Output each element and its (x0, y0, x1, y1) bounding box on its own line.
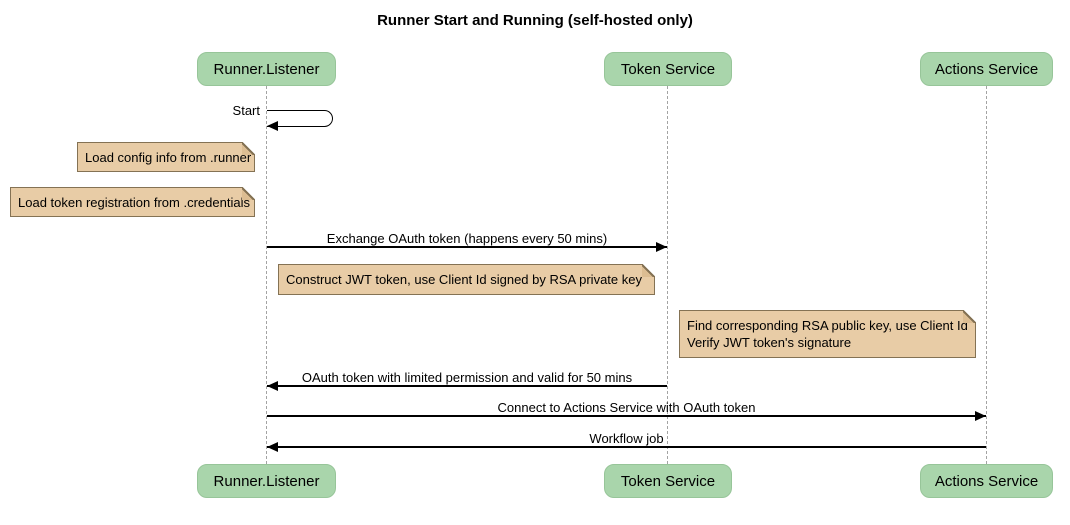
participant-runner-listener-bottom: Runner.Listener (197, 464, 336, 498)
message-label-exchange-oauth: Exchange OAuth token (happens every 50 m… (326, 231, 608, 246)
message-label-start: Start (232, 103, 260, 118)
lifeline-actions-service (986, 86, 987, 464)
note-fold-icon (642, 264, 655, 277)
message-line (267, 246, 667, 248)
note-text: Load token registration from .credential… (18, 194, 250, 210)
note-load-config: Load config info from .runner (77, 142, 255, 172)
participant-token-service-top: Token Service (604, 52, 732, 86)
note-text: Construct JWT token, use Client Id signe… (286, 272, 642, 287)
note-text: Verify JWT token's signature (687, 335, 852, 350)
note-text: Find corresponding RSA public key, use C… (687, 318, 968, 333)
participant-actions-service-top: Actions Service (920, 52, 1053, 86)
message-line (267, 415, 986, 417)
note-verify-jwt: Find corresponding RSA public key, use C… (679, 310, 976, 358)
note-fold-icon (242, 142, 255, 155)
lifeline-runner-listener (266, 86, 267, 464)
note-fold-icon (242, 187, 255, 200)
note-construct-jwt: Construct JWT token, use Client Id signe… (278, 264, 655, 295)
arrowhead-left-icon (267, 121, 278, 131)
participant-token-service-bottom: Token Service (604, 464, 732, 498)
note-fold-icon (963, 310, 976, 323)
lifeline-token-service (667, 86, 668, 464)
self-message-loop (267, 110, 333, 127)
message-label-workflow-job: Workflow job (589, 431, 664, 446)
participant-actions-service-bottom: Actions Service (920, 464, 1053, 498)
participant-runner-listener-top: Runner.Listener (197, 52, 336, 86)
message-line (267, 446, 986, 448)
note-load-token-registration: Load token registration from .credential… (10, 187, 255, 217)
arrowhead-left-icon (267, 381, 278, 391)
arrowhead-right-icon (975, 411, 986, 421)
diagram-title: Runner Start and Running (self-hosted on… (377, 12, 693, 29)
arrowhead-right-icon (656, 242, 667, 252)
arrowhead-left-icon (267, 442, 278, 452)
note-text: Load config info from .runner (85, 149, 252, 165)
message-line (267, 385, 667, 387)
message-label-connect-actions: Connect to Actions Service with OAuth to… (497, 400, 756, 415)
message-label-oauth-token: OAuth token with limited permission and … (301, 370, 633, 385)
